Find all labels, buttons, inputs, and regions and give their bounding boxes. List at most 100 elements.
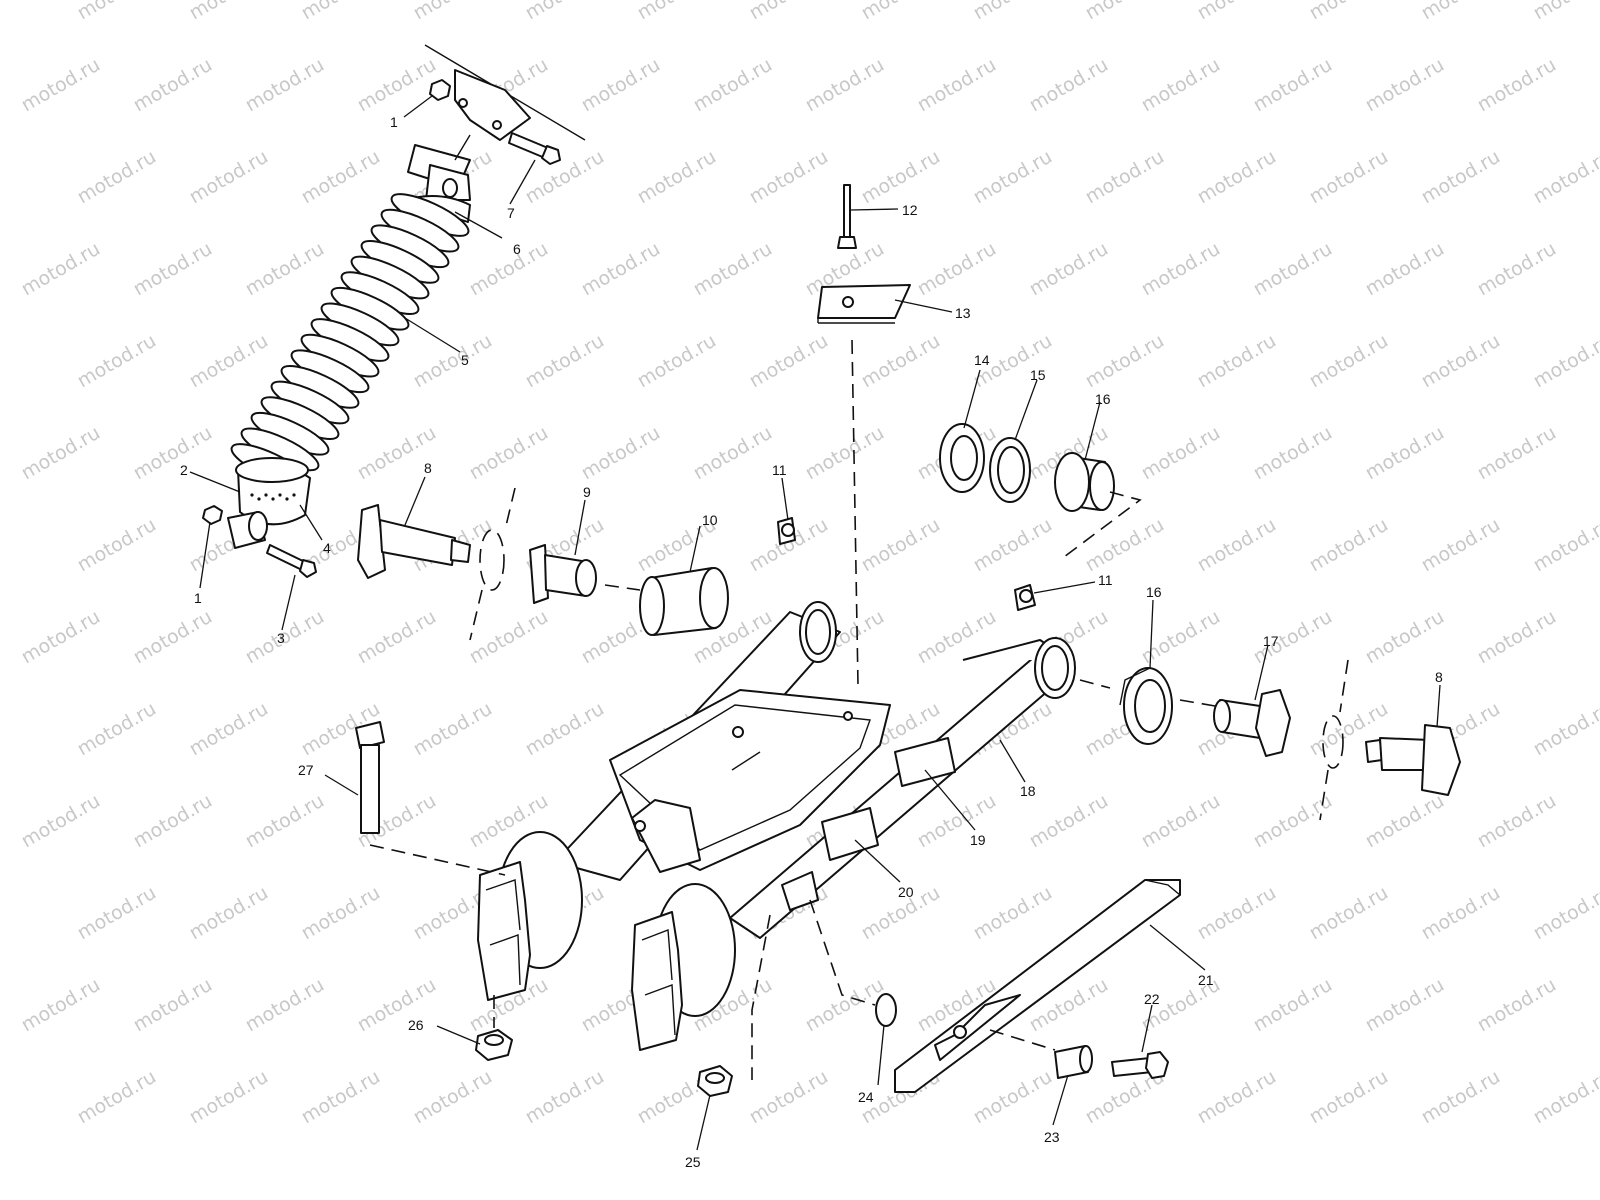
washer-24: [875, 993, 897, 1027]
bushing-16-upper: [1054, 452, 1115, 512]
vent-dot: [250, 493, 254, 497]
watermark-text: motod.ru: [466, 422, 552, 485]
callout-11-upper: 11: [772, 462, 787, 478]
watermark-text: motod.ru: [1306, 330, 1392, 393]
watermark-text: motod.ru: [1138, 790, 1224, 853]
callout-16-upper: 16: [1095, 391, 1111, 407]
watermark-text: motod.ru: [1530, 146, 1600, 209]
callout-18: 18: [1020, 783, 1036, 799]
watermark-text: motod.ru: [970, 1066, 1056, 1129]
callout-13: 13: [955, 305, 971, 321]
watermark-text: motod.ru: [1250, 422, 1336, 485]
watermark-text: motod.ru: [802, 422, 888, 485]
callout-1-lower: 1: [194, 590, 202, 606]
watermark-text: motod.ru: [186, 882, 272, 945]
watermark-text: motod.ru: [970, 0, 1056, 24]
watermark-text: motod.ru: [522, 330, 608, 393]
watermark-text: motod.ru: [1026, 54, 1112, 117]
watermark-text: motod.ru: [634, 330, 720, 393]
watermark-text: motod.ru: [970, 146, 1056, 209]
vent-dot: [285, 497, 289, 501]
watermark-text: motod.ru: [186, 0, 272, 24]
watermark-text: motod.ru: [130, 974, 216, 1037]
watermark-text: motod.ru: [746, 1066, 832, 1129]
callout-3: 3: [277, 630, 285, 646]
swing-arm-18: [477, 601, 1076, 1051]
pivot-bolt-8-left: [357, 504, 471, 579]
watermark-text: motod.ru: [1306, 146, 1392, 209]
watermark-text: motod.ru: [1474, 974, 1560, 1037]
pin-12: [837, 184, 857, 249]
watermark-text: motod.ru: [1362, 790, 1448, 853]
callout-21: 21: [1198, 972, 1214, 988]
watermark-text: motod.ru: [578, 238, 664, 301]
watermark-text: motod.ru: [18, 422, 104, 485]
callout-7: 7: [507, 205, 515, 221]
watermark-text: motod.ru: [690, 238, 776, 301]
decal-19: [894, 737, 956, 787]
dashed-ring-right: [1322, 715, 1344, 769]
watermark-text: motod.ru: [410, 0, 496, 24]
watermark-text: motod.ru: [1194, 0, 1280, 24]
bolt-27: [355, 721, 385, 834]
watermark-text: motod.ru: [1194, 882, 1280, 945]
watermark-text: motod.ru: [1418, 1066, 1504, 1129]
callout-15: 15: [1030, 367, 1046, 383]
watermark-text: motod.ru: [1530, 514, 1600, 577]
watermark-text: motod.ru: [18, 974, 104, 1037]
watermark-text: motod.ru: [578, 422, 664, 485]
watermark-text: motod.ru: [1194, 514, 1280, 577]
watermark-text: motod.ru: [1474, 54, 1560, 117]
callout-16-lower: 16: [1146, 584, 1162, 600]
callout-27: 27: [298, 762, 314, 778]
watermark-text: motod.ru: [1082, 0, 1168, 24]
callout-labels: 1 1 2 3 4 5 6 7 8 8 9 10 11 11 12 13 14 …: [180, 114, 1443, 1170]
watermark-text: motod.ru: [1474, 238, 1560, 301]
watermark-text: motod.ru: [1362, 606, 1448, 669]
watermark-text: motod.ru: [522, 698, 608, 761]
callout-17: 17: [1263, 633, 1279, 649]
watermark-text: motod.ru: [970, 882, 1056, 945]
watermark-text: motod.ru: [74, 146, 160, 209]
decal-20: [821, 807, 879, 861]
watermark-text: motod.ru: [858, 514, 944, 577]
axle-clamp-right: [631, 883, 736, 1051]
watermark-text: motod.ru: [74, 698, 160, 761]
watermark-text: motod.ru: [130, 54, 216, 117]
watermark-text: motod.ru: [1362, 238, 1448, 301]
washer-15: [989, 437, 1031, 503]
watermark-text: motod.ru: [1138, 54, 1224, 117]
watermark-text: motod.ru: [690, 54, 776, 117]
watermark-text: motod.ru: [18, 606, 104, 669]
watermark-text: motod.ru: [1306, 882, 1392, 945]
watermark-text: motod.ru: [690, 422, 776, 485]
pivot-bolt-8-right: [1365, 724, 1461, 796]
callout-2: 2: [180, 462, 188, 478]
watermark-text: motod.ru: [746, 146, 832, 209]
watermark-text: motod.ru: [354, 54, 440, 117]
callout-10: 10: [702, 512, 718, 528]
watermark-text: motod.ru: [1194, 330, 1280, 393]
watermark-text: motod.ru: [914, 238, 1000, 301]
watermark-text: motod.ru: [634, 146, 720, 209]
vent-dot: [278, 493, 282, 497]
watermark-text: motod.ru: [298, 882, 384, 945]
grease-fitting-11-lower: [1014, 584, 1036, 611]
watermark-text: motod.ru: [1194, 1066, 1280, 1129]
watermark-text: motod.ru: [74, 882, 160, 945]
watermark-text: motod.ru: [130, 606, 216, 669]
bearing-16-lower: [1119, 667, 1173, 745]
callout-9: 9: [583, 484, 591, 500]
watermark-text: motod.ru: [1474, 790, 1560, 853]
watermark-text: motod.ru: [74, 1066, 160, 1129]
callout-22: 22: [1144, 991, 1160, 1007]
watermark-text: motod.ru: [1362, 422, 1448, 485]
watermark-text: motod.ru: [1082, 146, 1168, 209]
watermark-text: motod.ru: [1418, 146, 1504, 209]
watermark-text: motod.ru: [1530, 698, 1600, 761]
nut-14: [939, 423, 985, 493]
watermark-text: motod.ru: [522, 146, 608, 209]
watermark-text: motod.ru: [1250, 974, 1336, 1037]
vent-dot: [257, 497, 261, 501]
